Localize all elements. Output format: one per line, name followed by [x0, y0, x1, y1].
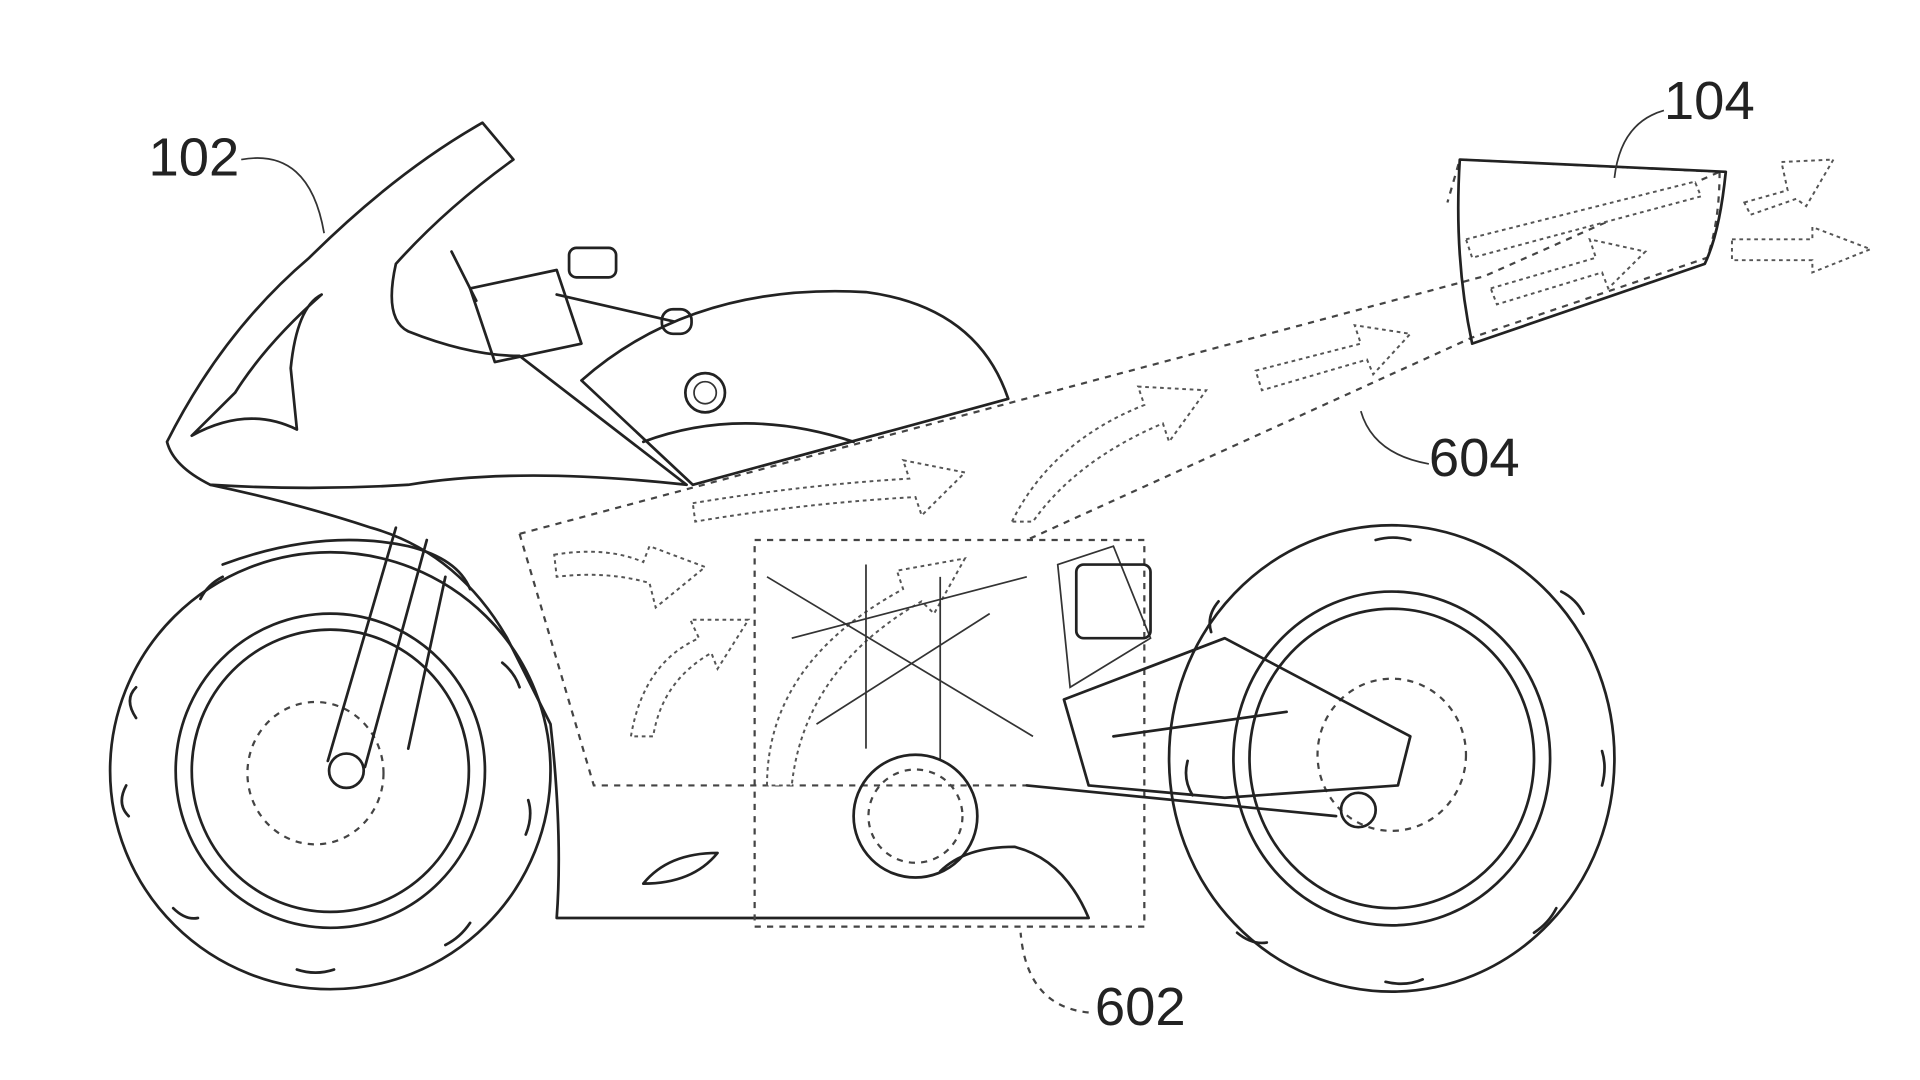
leader-104 — [1613, 109, 1665, 179]
ref-label-602: 602 — [1095, 977, 1186, 1037]
rear-shock — [1074, 563, 1152, 640]
front-wheel — [108, 550, 552, 991]
leader-102 — [241, 157, 325, 234]
handlebar — [450, 246, 693, 364]
ref-label-604: 604 — [1429, 428, 1520, 488]
fairing — [165, 121, 1091, 920]
exhaust-outlet — [1456, 158, 1874, 345]
leader-602 — [1019, 932, 1089, 1014]
swingarm — [1025, 636, 1412, 818]
leader-604 — [1359, 410, 1430, 465]
front-fork — [326, 526, 447, 769]
airflow-arrows — [553, 324, 1413, 787]
air-duct-outline — [518, 158, 1721, 787]
rear-wheel — [1167, 523, 1616, 993]
fuel-tank — [580, 289, 1010, 487]
ref-label-102: 102 — [148, 128, 239, 188]
ref-label-104: 104 — [1664, 71, 1755, 131]
battery-box — [753, 538, 1152, 928]
